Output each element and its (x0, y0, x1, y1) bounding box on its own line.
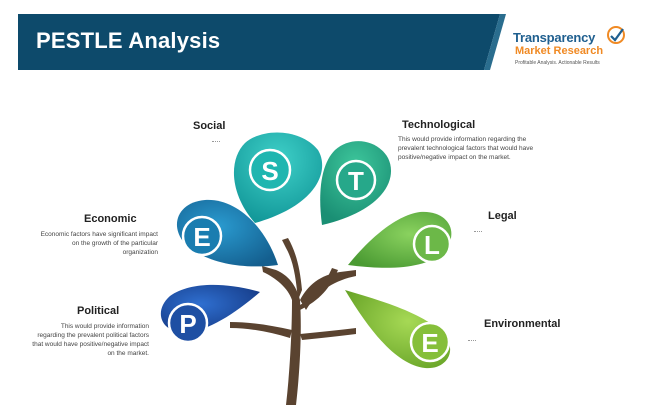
technological-title: Technological (402, 119, 476, 131)
letter-political: P (179, 309, 196, 339)
badge-economic: E (181, 215, 223, 257)
letter-economic: E (193, 222, 210, 252)
letter-social: S (261, 156, 278, 186)
page-title: PESTLE Analysis (36, 28, 221, 53)
political-description: This would provide information regarding… (32, 323, 149, 357)
badge-environmental: E (409, 321, 451, 363)
technological-description: This would provide information regarding… (398, 136, 534, 161)
logo-line2: Market Research (515, 45, 604, 57)
legal-title: Legal (488, 210, 517, 222)
badge-technological: T (335, 159, 377, 201)
banner-edge (484, 14, 506, 70)
badge-legal: L (412, 224, 452, 264)
letter-legal: L (424, 230, 440, 260)
logo-line1: Transparency (513, 30, 596, 45)
letter-environmental: E (421, 328, 438, 358)
tree-trunk (230, 238, 356, 405)
economic-title: Economic (84, 213, 137, 225)
social-dash (212, 141, 220, 142)
banner-band (18, 14, 500, 70)
logo-tagline: Profitable Analysis. Actionable Results (515, 60, 600, 66)
letter-technological: T (348, 166, 364, 196)
political-title: Political (77, 305, 120, 317)
header-banner: PESTLE Analysis (0, 0, 650, 70)
legal-dash (474, 231, 482, 232)
environmental-title: Environmental (484, 318, 561, 330)
badge-political: P (167, 302, 209, 344)
environmental-dash (468, 340, 476, 341)
company-logo: Transparency Market Research Profitable … (513, 26, 633, 70)
logo-mark-icon (607, 26, 625, 44)
banner-shape (18, 14, 506, 70)
badge-social: S (248, 148, 292, 192)
economic-description: Economic factors have significant impact… (40, 231, 158, 256)
social-title: Social (193, 120, 226, 132)
